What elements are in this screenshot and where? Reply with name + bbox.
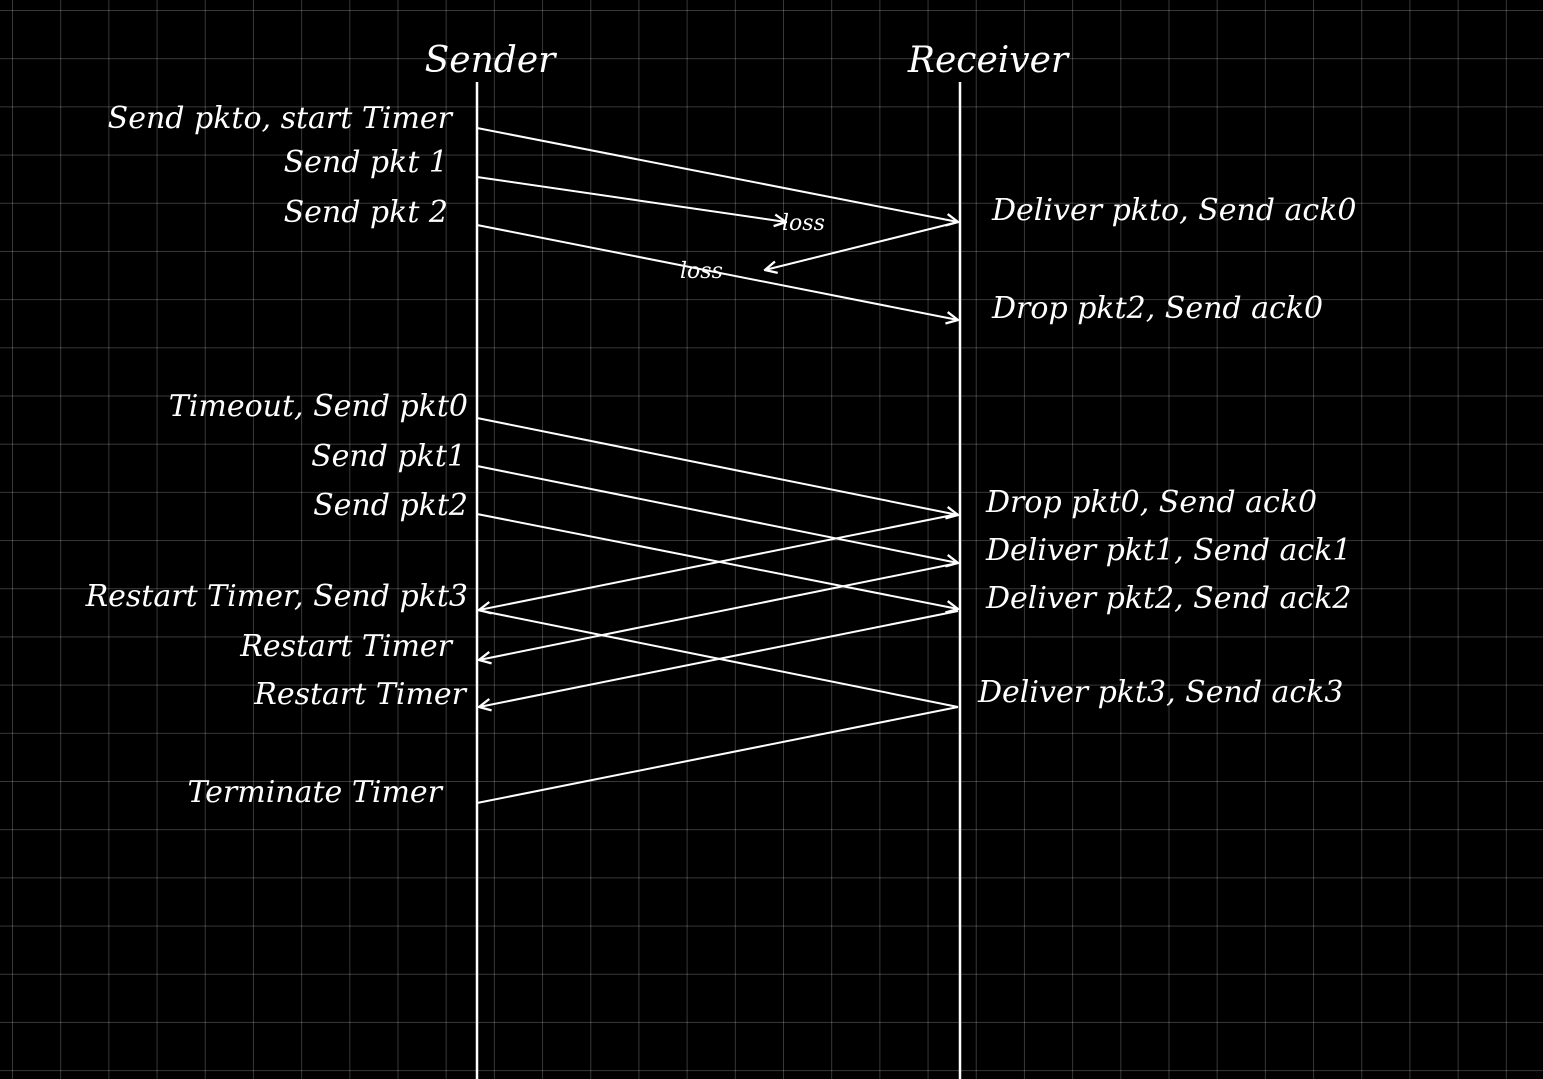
receiver-header: Receiver: [907, 40, 1070, 81]
receiver-event-5: Deliver pkt2, Send ack2: [985, 581, 1352, 616]
sender-header: Sender: [425, 40, 558, 81]
msg-pkt0-arrow: [476, 127, 958, 222]
receiver-event-4: Deliver pkt1, Send ack1: [985, 533, 1352, 568]
sender-event-9: Restart Timer: [253, 677, 467, 712]
sender-events: Send pkto, start Timer Send pkt 1 Send p…: [85, 101, 468, 810]
sender-event-7: Restart Timer, Send pkt3: [85, 579, 468, 614]
receiver-event-2: Drop pkt2, Send ack0: [991, 291, 1323, 326]
sender-event-8: Restart Timer: [239, 629, 453, 664]
msg-ack3-arrow: [476, 706, 959, 804]
sender-event-1: Send pkto, start Timer: [108, 101, 454, 136]
sender-event-3: Send pkt 2: [284, 195, 448, 230]
sender-event-5: Send pkt1: [311, 439, 466, 474]
receiver-event-1: Deliver pkto, Send ack0: [991, 193, 1356, 228]
msg-ack0-lost-arrow: [765, 221, 959, 270]
receiver-event-6: Deliver pkt3, Send ack3: [977, 675, 1344, 710]
message-arrows: [476, 127, 959, 804]
sender-event-4: Timeout, Send pkt0: [169, 389, 468, 424]
loss-label-ack0: loss: [680, 259, 723, 284]
msg-pkt2-arrow: [476, 224, 958, 320]
msg-retx-pkt0-arrow: [476, 417, 958, 515]
receiver-event-3: Drop pkt0, Send ack0: [985, 485, 1317, 520]
msg-pkt3-arrow: [476, 609, 959, 708]
msg-ack0-arrow: [479, 513, 959, 610]
loss-label-pkt1: loss: [782, 211, 825, 236]
sender-event-2: Send pkt 1: [284, 145, 448, 180]
msg-retx-pkt1-arrow: [476, 465, 958, 563]
msg-ack1-arrow: [479, 562, 959, 660]
msg-pkt1-lost-arrow: [476, 176, 786, 222]
receiver-events: Deliver pkto, Send ack0 Drop pkt2, Send …: [977, 193, 1356, 710]
sender-event-6: Send pkt2: [313, 488, 468, 523]
sender-event-10: Terminate Timer: [187, 775, 443, 810]
